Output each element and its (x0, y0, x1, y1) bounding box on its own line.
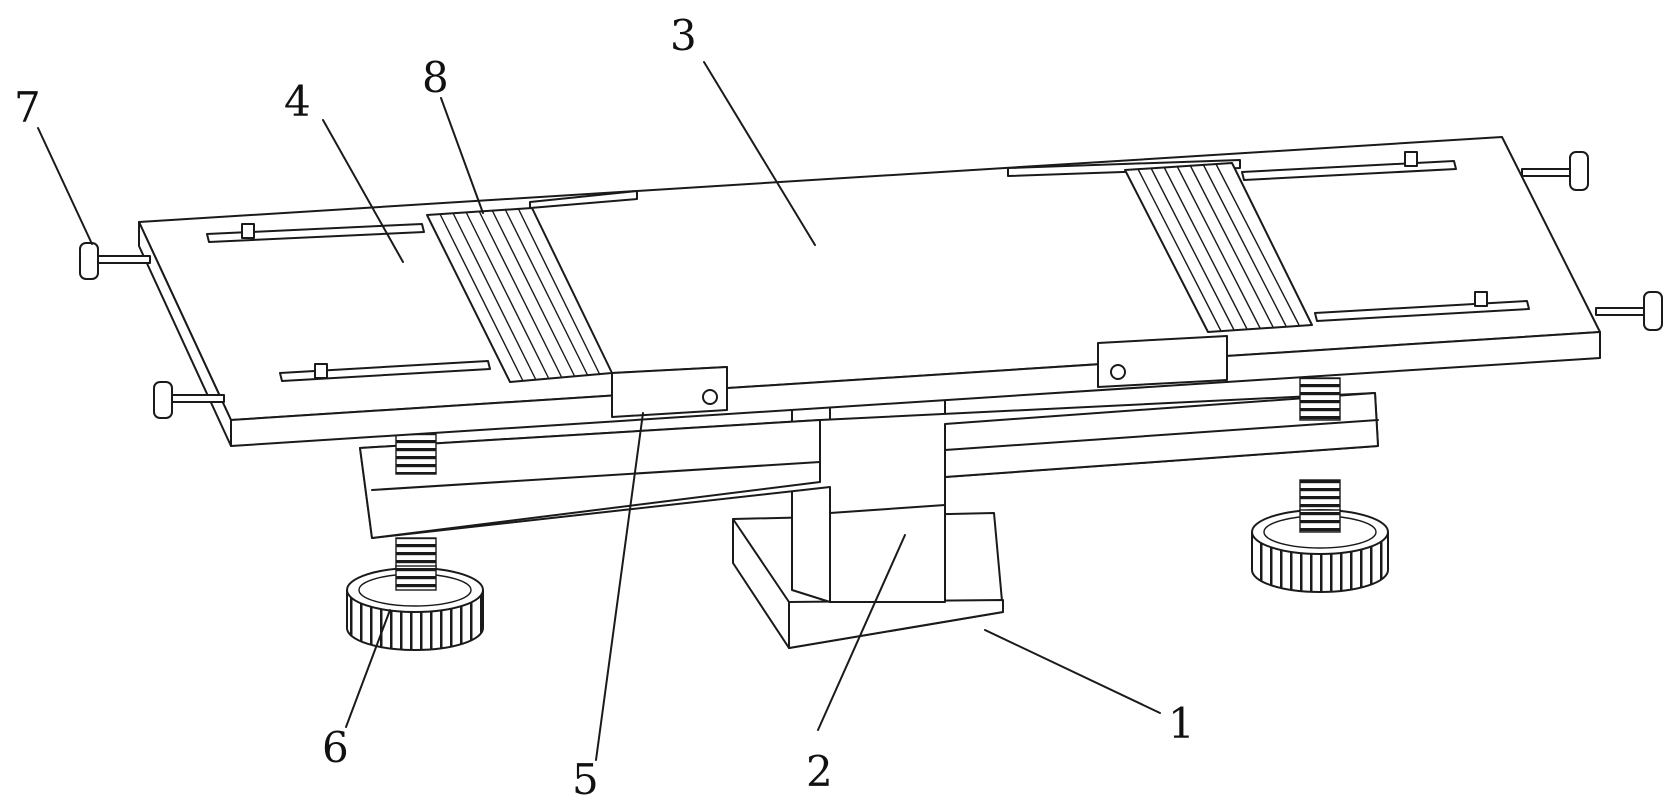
slots (206, 151, 1530, 382)
leader-line-2 (817, 534, 906, 731)
leader-line-5 (595, 412, 644, 761)
leader-line-4 (322, 119, 404, 263)
label-5: 5 (572, 755, 599, 804)
label-7: 7 (14, 83, 41, 132)
pin-right-lower (1595, 291, 1663, 331)
pin-left-upper (79, 242, 151, 280)
label-8: 8 (422, 53, 449, 102)
left-knurled-knob (346, 565, 484, 651)
right-side-bar (1097, 335, 1228, 388)
back-strips (529, 159, 1241, 209)
right-knurled-knob (1251, 509, 1389, 593)
pin-left-lower (153, 381, 225, 419)
label-3: 3 (670, 11, 697, 60)
leader-lines (37, 61, 1161, 761)
pin-right-upper (1521, 151, 1589, 191)
left-side-bar (611, 366, 728, 418)
leader-line-6 (345, 609, 391, 728)
right-ribbed-block (1124, 162, 1313, 333)
leader-line-8 (440, 97, 484, 214)
right-knob-assembly (1251, 377, 1389, 593)
label-4: 4 (284, 77, 311, 126)
label-6: 6 (322, 723, 349, 772)
leader-line-7 (37, 127, 93, 245)
support-beam (359, 392, 1379, 539)
label-1: 1 (1168, 699, 1195, 748)
leader-line-3 (703, 61, 816, 246)
label-2: 2 (806, 747, 833, 796)
leader-line-1 (984, 629, 1161, 714)
